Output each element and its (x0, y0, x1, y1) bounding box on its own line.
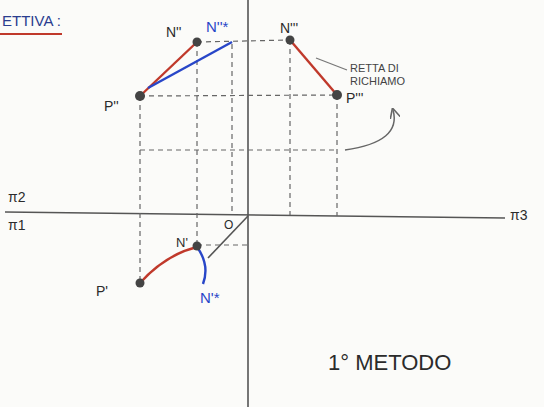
point-label: P'' (104, 98, 119, 114)
rotated-segment-front (148, 42, 232, 88)
point-label: N'* (200, 289, 220, 306)
rotated-segment-top (197, 247, 205, 284)
point-label: N'' (166, 24, 181, 40)
plane-label: π1 (8, 217, 25, 233)
origin-label: O (224, 219, 233, 233)
callout-note: RETTA DI RICHIAMO (350, 62, 440, 87)
projection-points (135, 36, 342, 288)
segment-top (140, 247, 197, 283)
heading-underline (0, 33, 62, 35)
point-label: N''* (206, 18, 228, 35)
heading: ETTIVA : (2, 12, 61, 29)
segment-side (290, 40, 337, 95)
curved-arrow (345, 110, 394, 150)
leader-line (316, 58, 347, 70)
oblique-axis (208, 216, 248, 258)
point-label: P''' (346, 90, 363, 106)
point-label: N''' (280, 20, 298, 36)
vertical-axis (247, 0, 249, 407)
point-label: N' (176, 236, 188, 251)
plane-label: π2 (8, 189, 25, 205)
construction-lines (140, 40, 337, 283)
method-title: 1° METODO (328, 350, 451, 375)
horizontal-axis (5, 212, 505, 218)
point-label: P' (96, 283, 108, 299)
plane-label: π3 (510, 207, 527, 223)
